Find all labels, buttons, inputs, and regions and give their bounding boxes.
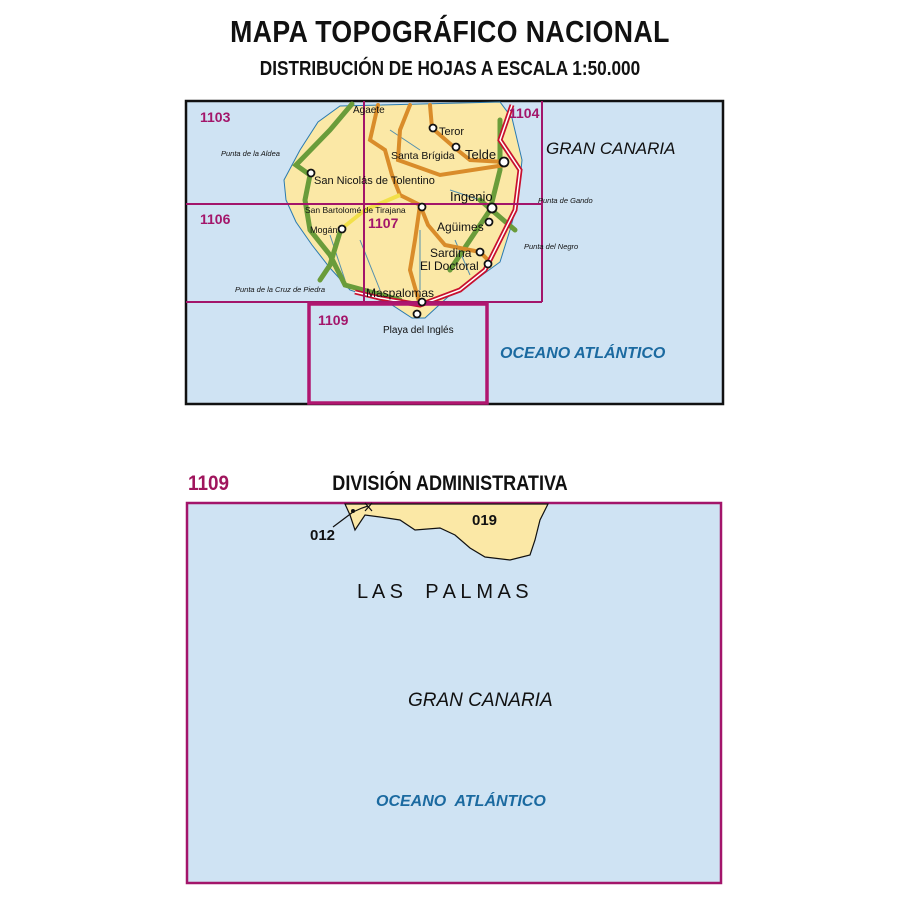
place-names: Agaete Teror Santa Brígida Telde San Nic… [305,105,496,336]
island-label: GRAN CANARIA [546,139,675,158]
sheet-label-1106: 1106 [200,211,231,227]
cape-punta-aldea: Punta de la Aldea [221,149,280,158]
sheet-labels: 1103 1104 1106 1107 1109 [200,105,540,328]
place-el-doctoral: El Doctoral [420,259,479,273]
place-san-nicolas: San Nicolás de Tolentino [314,175,435,187]
detail-sheet-label: 1109 [188,472,230,495]
cape-names: Punta de la Aldea Punta de Gando Punta d… [221,149,593,294]
place-maspalomas: Maspalomas [366,286,434,300]
place-ingenio: Ingenio [450,189,493,204]
place-mogan: Mogán [310,225,338,235]
province-label: L A S P A L M A S [357,581,529,603]
place-sardina: Sardina [430,246,472,260]
ocean-label: OCEANO ATLÁNTICO [500,343,666,362]
municipal-boundary [332,502,373,528]
page-title: MAPA TOPOGRÁFICO NACIONAL [230,14,670,49]
detail-island-label: GRAN CANARIA [408,690,553,711]
place-teror: Teror [439,126,464,138]
place-agaete: Agaete [353,105,385,116]
page-subtitle: DISTRIBUCIÓN DE HOJAS A ESCALA 1:50.000 [259,58,641,80]
place-santa-brigida: Santa Brígida [391,150,455,162]
cape-punta-gando: Punta de Gando [538,196,593,205]
municipality-code-012: 012 [310,527,335,544]
place-san-bartolome: San Bartolomé de Tirajana [305,205,406,215]
town-markers [306,123,510,319]
sheet-grid [186,101,543,303]
place-telde: Telde [465,147,496,162]
detail-land-019 [344,503,549,561]
sheet-label-1107: 1107 [368,215,399,231]
municipality-code-019: 019 [472,512,497,529]
place-playa-ingles: Playa del Inglés [383,325,454,336]
cape-punta-cruz: Punta de la Cruz de Piedra [235,285,325,294]
detail-ocean-label: OCEANO ATLÁNTICO [376,791,546,810]
detail-map-frame [185,501,723,885]
sheet-label-1103: 1103 [200,109,231,125]
boundary-point [351,509,355,513]
cape-punta-negro: Punta del Negro [524,242,578,251]
place-aguimes: Agüimes [437,220,484,234]
sheet-label-1109: 1109 [318,312,349,328]
section-title: DIVISIÓN ADMINISTRATIVA [332,472,568,495]
sheet-label-1104: 1104 [509,105,540,121]
highlighted-sheet-1109 [307,302,489,405]
